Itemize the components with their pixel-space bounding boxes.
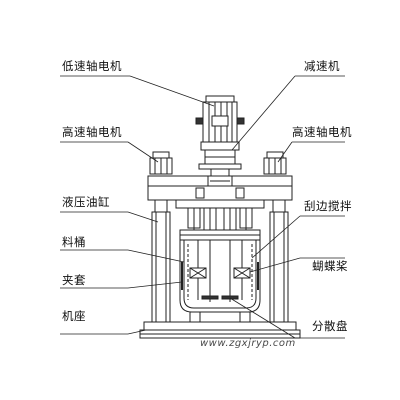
butterfly-paddle-left (189, 267, 207, 279)
hydraulic-column-right (269, 199, 289, 323)
reducer-shape (198, 141, 242, 177)
machine-base-shape (139, 321, 301, 339)
label-hydraulic-cylinder: 液压油缸 (62, 195, 110, 209)
low-speed-motor-shape (195, 95, 245, 143)
shaft-assembly (175, 199, 265, 241)
barrel-shape (179, 240, 261, 313)
label-high-speed-motor-left: 高速轴电机 (62, 125, 122, 139)
leader-lines (60, 75, 345, 339)
label-reducer: 减速机 (304, 59, 340, 73)
hydraulic-column-left (151, 199, 171, 323)
label-edge-scraping-stirrer: 刮边搅拌 (304, 199, 352, 213)
label-high-speed-motor-right: 高速轴电机 (292, 125, 352, 139)
label-barrel: 料桶 (62, 235, 86, 249)
label-machine-base: 机座 (62, 309, 86, 323)
label-jacket: 夹套 (62, 273, 86, 287)
label-butterfly-paddle: 蝴蝶桨 (312, 259, 348, 273)
butterfly-paddle-right (233, 267, 251, 279)
dispersion-disc-shapes (201, 295, 239, 300)
label-low-speed-motor: 低速轴电机 (62, 59, 122, 73)
label-dispersion-disc: 分散盘 (312, 319, 348, 333)
upper-beam (147, 175, 293, 201)
watermark: www.zgxjryp.com (200, 338, 296, 349)
high-speed-motor-left-shape (149, 151, 173, 175)
